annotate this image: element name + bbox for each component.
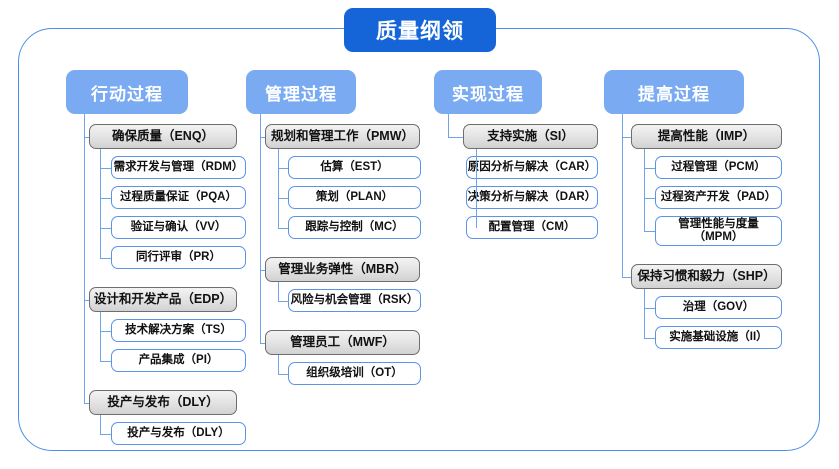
connector-leaf-stub [100,167,111,169]
group-box[interactable]: 投产与发布（DLY） [89,390,237,415]
leaf-box[interactable]: 估算（EST） [288,156,421,179]
group-box[interactable]: 确保质量（ENQ） [89,124,237,149]
connector-leaf-stub [278,167,288,169]
connector-leaf-spine [278,355,280,374]
leaf-box[interactable]: 决策分析与解决（DAR） [466,186,598,209]
leaf-box[interactable]: 投产与发布（DLY） [111,422,246,445]
group-box[interactable]: 管理业务弹性（MBR） [265,257,420,282]
connector-leaf-stub [278,227,288,229]
leaf-box[interactable]: 组织级培训（OT） [288,362,421,385]
category-header-2[interactable]: 管理过程 [246,70,356,114]
leaf-box[interactable]: 实施基础设施（II） [655,326,782,349]
leaf-box[interactable]: 过程管理（PCM） [655,156,782,179]
connector-leaf-stub [100,433,111,435]
leaf-box[interactable]: 策划（PLAN） [288,186,421,209]
connector-leaf-stub [100,330,111,332]
connector-leaf-stub [278,300,288,302]
leaf-box[interactable]: 跟踪与控制（MC） [288,216,421,239]
connector-group-stub [622,136,631,138]
leaf-box[interactable]: 验证与确认（VV） [111,216,246,239]
root-title-box: 质量纲领 [344,8,496,52]
connector-leaf-spine [644,289,646,338]
connector-leaf-spine [100,149,102,258]
leaf-box[interactable]: 治理（GOV） [655,296,782,319]
leaf-box[interactable]: 技术解决方案（TS） [111,319,246,342]
connector-leaf-stub [100,227,111,229]
connector-group-stub [260,136,265,138]
group-box[interactable]: 规划和管理工作（PMW） [265,124,420,149]
connector-leaf-spine [100,312,102,361]
connector-leaf-stub [100,197,111,199]
leaf-box[interactable]: 产品集成（PI） [111,349,246,372]
connector-leaf-stub [278,197,288,199]
leaf-box[interactable]: 风险与机会管理（RSK） [288,289,421,312]
connector-leaf-stub [644,337,655,339]
connector-column-spine [622,114,624,277]
connector-group-stub [84,299,89,301]
connector-leaf-stub [644,167,655,169]
connector-leaf-spine [644,149,646,231]
leaf-box[interactable]: 过程质量保证（PQA） [111,186,246,209]
connector-group-stub [84,136,89,138]
leaf-box[interactable]: 原因分析与解决（CAR） [466,156,598,179]
group-box[interactable]: 提高性能（IMP） [631,124,782,149]
group-box[interactable]: 保持习惯和毅力（SHP） [631,264,782,289]
connector-leaf-spine [100,415,102,434]
connector-leaf-stub [644,231,655,233]
connector-leaf-stub [100,360,111,362]
leaf-box[interactable]: 过程资产开发（PAD） [655,186,782,209]
connector-group-stub [622,276,631,278]
connector-group-stub [260,269,265,271]
connector-leaf-stub [100,257,111,259]
leaf-box[interactable]: 同行评审（PR） [111,246,246,269]
category-header-3[interactable]: 实现过程 [434,70,542,114]
connector-leaf-spine [476,149,478,228]
category-header-4[interactable]: 提高过程 [604,70,744,114]
connector-leaf-stub [644,307,655,309]
connector-group-stub [84,402,89,404]
connector-column-spine [448,114,450,137]
connector-group-stub [448,136,463,138]
connector-leaf-stub [278,373,288,375]
connector-column-spine [260,114,262,343]
connector-column-spine [84,114,86,403]
connector-leaf-stub [644,197,655,199]
connector-leaf-spine [278,282,280,301]
group-box[interactable]: 设计和开发产品（EDP） [89,287,237,312]
category-header-1[interactable]: 行动过程 [66,70,188,114]
connector-leaf-spine [278,149,280,228]
connector-group-stub [260,342,265,344]
group-box[interactable]: 管理员工（MWF） [265,330,420,355]
leaf-box[interactable]: 管理性能与度量（MPM） [655,216,782,246]
leaf-box[interactable]: 需求开发与管理（RDM） [111,156,246,179]
group-box[interactable]: 支持实施（SI） [463,124,598,149]
leaf-box[interactable]: 配置管理（CM） [466,216,598,239]
